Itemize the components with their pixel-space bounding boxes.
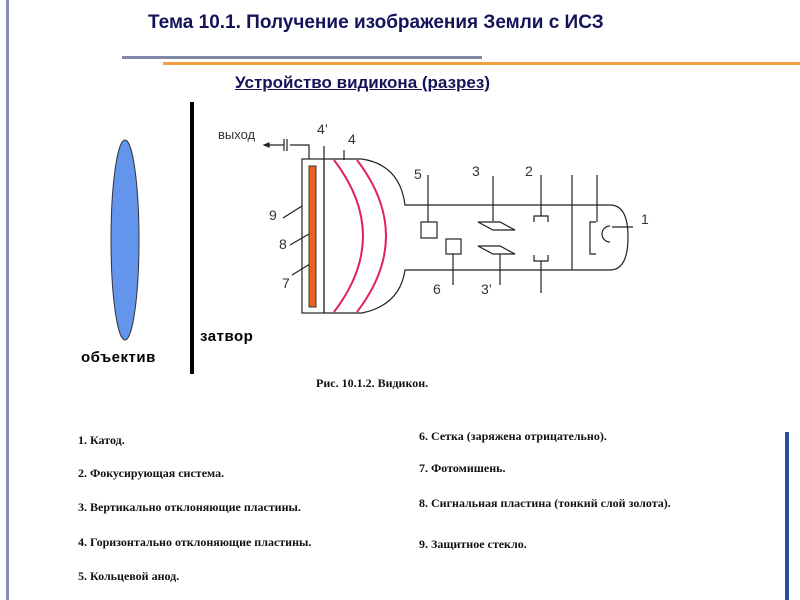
part-3prime-label: 3’ [481,281,492,297]
part-2-label: 2 [525,163,533,179]
title-rule-gray [122,56,482,59]
title-rule-orange [163,62,800,65]
part-7-label: 7 [282,275,290,291]
slide-subtitle: Устройство видикона (разрез) [235,73,490,92]
figure-caption: Рис. 10.1.2. Видикон. [316,376,429,390]
legend-item-5: 5. Кольцевой анод. [78,569,180,583]
legend-item-1: 1. Катод. [78,433,125,447]
shutter-label: затвор [200,328,254,345]
part-4-label: 5 [414,166,422,182]
legend-item-8: 8. Сигнальная пластина (тонкий слой золо… [419,496,671,510]
photo-target [308,165,317,308]
legend-item-9: 9. Защитное стекло. [419,537,527,551]
right-accent-bar [785,432,789,600]
part-4prime-label: 6 [433,281,441,297]
part-9-label: 9 [269,207,277,223]
shutter-line [190,102,194,374]
legend-item-2: 2. Фокусирующая система. [78,466,225,480]
part-8-label: 8 [279,236,287,252]
legend-item-7: 7. Фотомишень. [419,461,506,475]
lens-label: объектив [81,349,156,366]
slide-title: Тема 10.1. Получение изображения Земли с… [148,12,604,33]
ring-anode [333,159,387,313]
focus-2-top [533,215,549,222]
legend-item-3: 3. Вертикально отклоняющие пластины. [78,500,301,514]
deflector-4prime [445,238,462,255]
output-lead [268,139,310,159]
plate-3 [477,221,516,231]
focus-2-bottom [533,255,549,262]
part-5-label: 4 [348,131,356,147]
plate-3prime [477,245,516,255]
output-label: выход [218,127,256,142]
deflector-4 [420,221,438,239]
lens-shape [110,139,140,341]
cathode [589,221,611,255]
part-1-label: 1 [641,211,649,227]
left-border-bar [6,0,9,600]
tube-bulb [324,158,629,314]
legend-item-4: 4. Горизонтально отклоняющие пластины. [78,535,312,549]
part-3-label: 3 [472,163,480,179]
legend-item-6: 6. Сетка (заряжена отрицательно). [419,429,607,443]
output-arrow [262,142,270,148]
part-6-label: 4’ [317,121,328,137]
